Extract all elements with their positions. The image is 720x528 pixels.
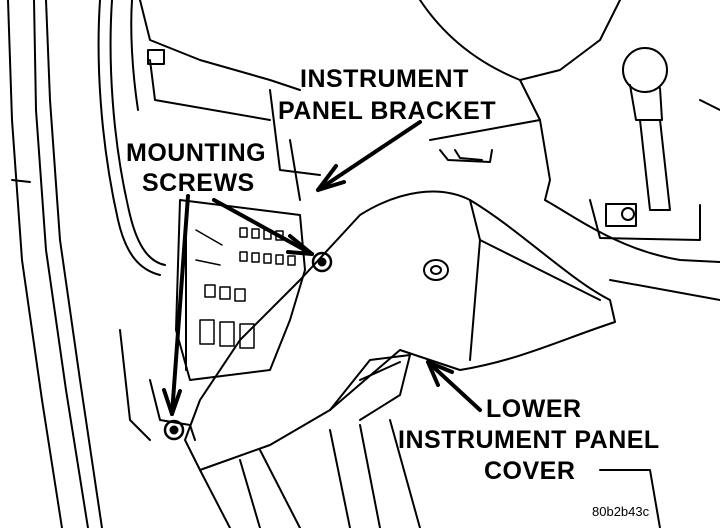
bracket-arrow — [316, 120, 422, 192]
label-lower-cover-line3: COVER — [484, 457, 576, 485]
label-mounting-screws-line2: SCREWS — [142, 169, 255, 197]
upper-dash — [139, 0, 621, 201]
label-lower-cover-line2: INSTRUMENT PANEL — [398, 426, 660, 454]
label-instrument-panel-bracket-line1: INSTRUMENT — [300, 65, 469, 93]
label-instrument-panel-bracket-line2: PANEL BRACKET — [278, 97, 497, 125]
center-console — [544, 47, 720, 301]
lower-screw-arrow — [170, 194, 190, 416]
label-mounting-screws-line1: MOUNTING — [126, 139, 267, 167]
figure-code: 80b2b43c — [592, 504, 650, 519]
junction-block — [175, 199, 306, 381]
label-lower-cover-line1: LOWER — [486, 395, 582, 423]
a-pillar — [7, 0, 103, 528]
cover-arrow — [426, 360, 482, 412]
lower-cover-panel — [184, 190, 661, 528]
wiring-harness — [97, 0, 166, 276]
upper-screw-arrow — [212, 198, 314, 256]
callout-arrows — [162, 120, 482, 416]
lower-mounting-screw — [163, 419, 185, 441]
lower-bracket — [119, 329, 196, 441]
upper-mounting-screw — [311, 251, 333, 273]
